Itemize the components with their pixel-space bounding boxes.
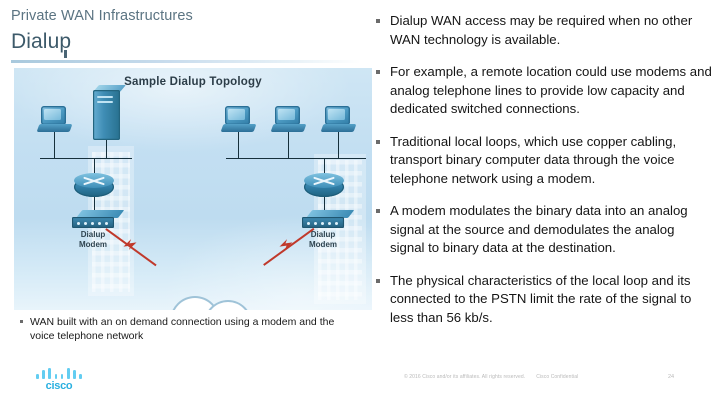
pstn-cloud-icon <box>144 296 276 310</box>
figure-caption: WAN built with an on demand connection u… <box>20 315 360 343</box>
bullet-text: The physical characteristics of the loca… <box>390 272 692 325</box>
link-bus-to-switch-right <box>324 158 326 175</box>
link-pc-to-bus <box>288 132 290 158</box>
switch-icon <box>304 173 344 199</box>
modem-icon <box>72 210 125 229</box>
cisco-wordmark: cisco <box>45 380 73 392</box>
bullet-item: For example, a remote location could use… <box>376 63 712 119</box>
modem-icon <box>302 210 355 229</box>
footer-copyright: © 2016 Cisco and/or its affiliates. All … <box>404 374 526 380</box>
right-modem-label: Dialup Modem <box>293 230 353 250</box>
pc-icon <box>220 106 257 132</box>
bullet-item: The physical characteristics of the loca… <box>376 272 712 328</box>
switch-icon <box>74 173 114 199</box>
cisco-bridge-bars-icon <box>36 368 82 379</box>
cisco-logo: cisco <box>36 368 82 394</box>
slide-eyebrow: Private WAN Infrastructures <box>11 8 193 24</box>
footer-confidentiality: Cisco Confidential <box>536 374 579 380</box>
bullet-text: Traditional local loops, which use coppe… <box>390 133 677 186</box>
server-icon <box>93 85 126 140</box>
bullet-item: A modem modulates the binary data into a… <box>376 202 712 258</box>
right-modem-label-line2: Modem <box>309 240 337 249</box>
bullet-marker-icon <box>376 139 381 144</box>
footer: © 2016 Cisco and/or its affiliates. All … <box>404 374 654 380</box>
pc-icon <box>36 106 73 132</box>
link-pc-to-bus <box>54 132 56 158</box>
link-pc-to-bus <box>338 132 340 158</box>
link-bus-to-switch-left <box>94 158 96 175</box>
link-switch-to-modem-right <box>324 197 326 212</box>
figure-title: Sample Dialup Topology <box>124 76 262 88</box>
bullet-text: For example, a remote location could use… <box>390 64 712 116</box>
lan-bus-left <box>40 158 132 160</box>
title-tick <box>64 50 67 58</box>
bullet-marker-icon <box>376 70 381 75</box>
figure-caption-text: WAN built with an on demand connection u… <box>30 316 335 342</box>
left-modem-label-line1: Dialup <box>80 230 106 239</box>
page-number: 24 <box>668 374 675 380</box>
bullet-text: A modem modulates the binary data into a… <box>390 203 688 255</box>
bullet-marker-icon <box>376 278 381 283</box>
lan-bus-right <box>226 158 366 160</box>
bullet-item: Traditional local loops, which use coppe… <box>376 133 712 189</box>
link-switch-to-modem-left <box>94 197 96 212</box>
pc-icon <box>320 106 357 132</box>
left-modem-label: Dialup Modem <box>63 230 123 250</box>
bullet-marker-icon <box>20 319 24 323</box>
link-pc-to-bus <box>238 132 240 158</box>
page-title: Dialup <box>11 30 72 53</box>
left-modem-label-line2: Modem <box>79 240 107 249</box>
bullet-marker-icon <box>376 19 381 24</box>
right-modem-label-line1: Dialup <box>310 230 336 239</box>
link-server-to-bus <box>106 140 108 158</box>
bullet-list: Dialup WAN access may be required when n… <box>376 12 712 341</box>
pc-icon <box>270 106 307 132</box>
title-divider <box>11 60 361 63</box>
bullet-text: Dialup WAN access may be required when n… <box>390 13 693 47</box>
bullet-item: Dialup WAN access may be required when n… <box>376 12 712 49</box>
dialup-topology-figure: Sample Dialup Topology <box>14 68 372 310</box>
bullet-marker-icon <box>376 209 381 214</box>
